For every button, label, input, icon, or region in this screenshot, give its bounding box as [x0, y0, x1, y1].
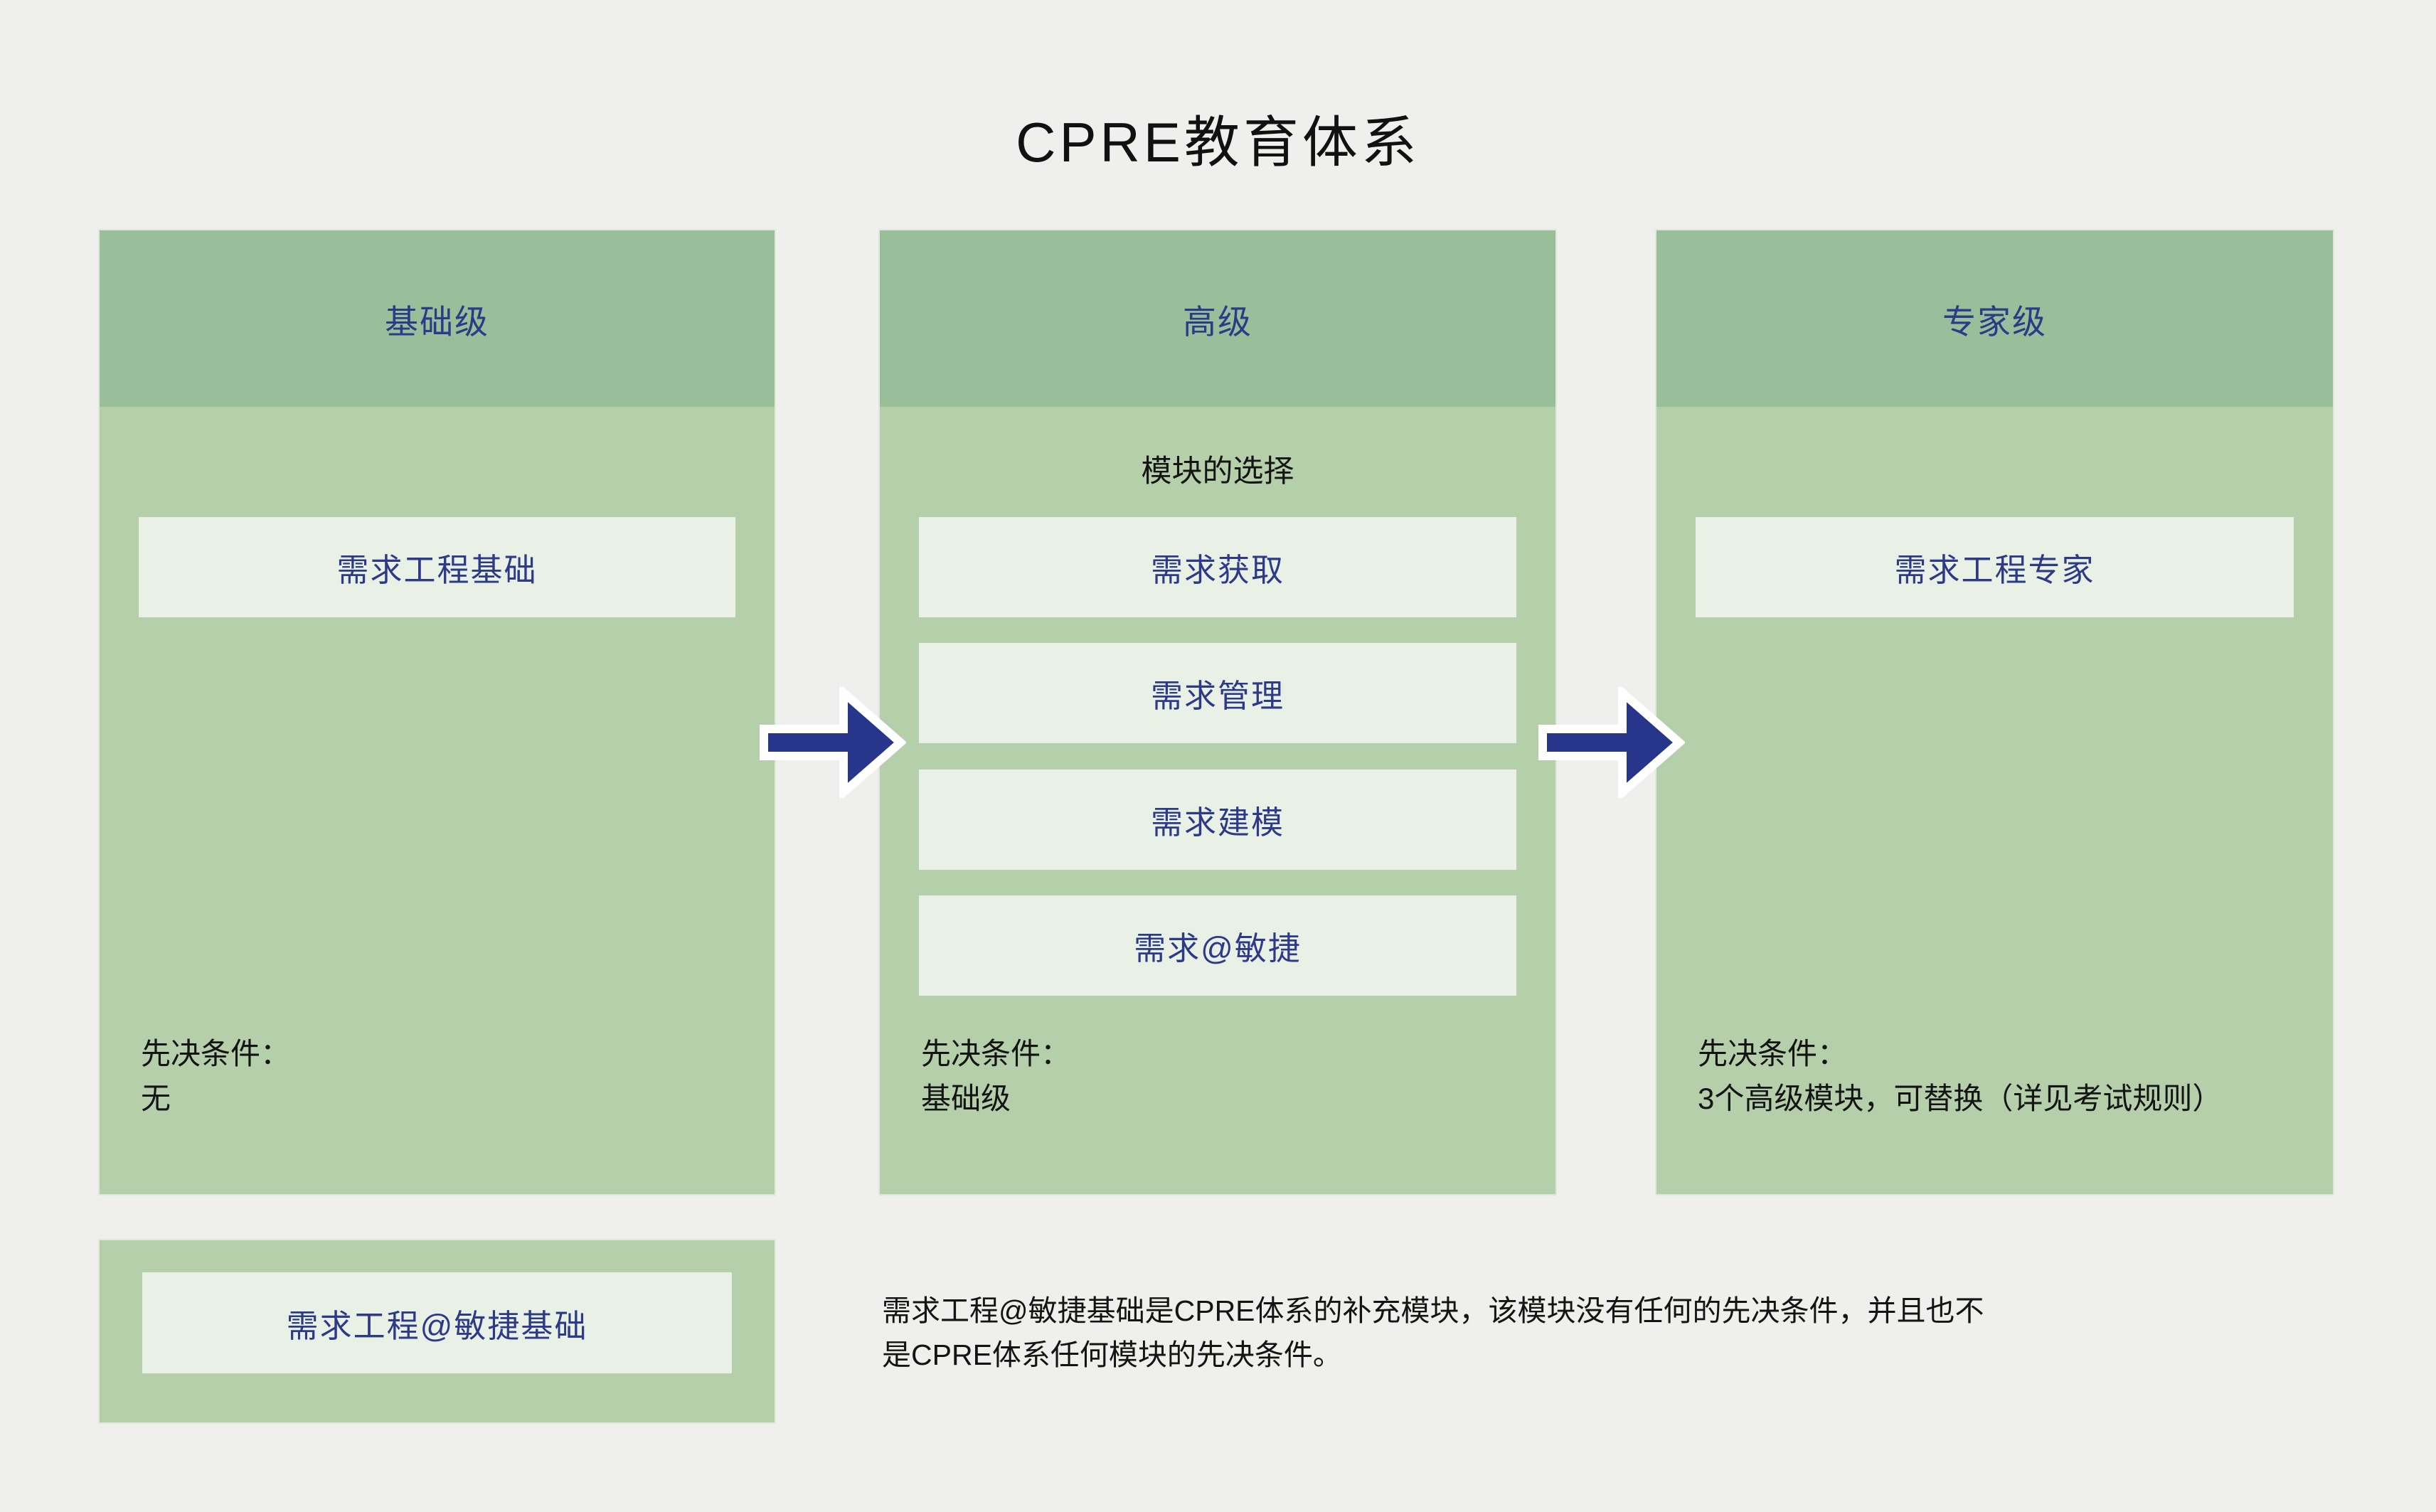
prerequisite-label: 先决条件： [141, 1037, 291, 1070]
prerequisite-label: 先决条件： [1698, 1037, 1848, 1070]
prerequisite-value: 3个高级模块，可替换（详见考试规则） [1698, 1082, 2223, 1115]
supplement-note-line1: 需求工程@敏捷基础是CPRE体系的补充模块，该模块没有任何的先决条件，并且也不 [882, 1294, 1984, 1327]
column-expert-level: 专家级 需求工程专家 先决条件： 3个高级模块，可替换（详见考试规则） [1655, 229, 2334, 1196]
prerequisite-label: 先决条件： [921, 1037, 1071, 1070]
module-box-management: 需求管理 [919, 643, 1516, 743]
supplement-note-line2: 是CPRE体系任何模块的先决条件。 [882, 1338, 1342, 1371]
column-advanced-body: 模块的选择 需求获取 需求管理 需求建模 需求@敏捷 先决条件： 基础级 [880, 407, 1555, 1196]
arrow-right-icon [758, 687, 906, 798]
column-expert-body: 需求工程专家 先决条件： 3个高级模块，可替换（详见考试规则） [1656, 407, 2333, 1196]
module-label: 需求工程专家 [1894, 552, 2095, 588]
prerequisite-expert: 先决条件： 3个高级模块，可替换（详见考试规则） [1698, 1031, 2312, 1121]
column-foundation-body: 需求工程基础 先决条件： 无 [100, 407, 775, 1196]
module-box-modeling: 需求建模 [919, 770, 1516, 870]
column-foundation-header: 基础级 [100, 230, 775, 407]
module-choice-subtitle: 模块的选择 [1141, 454, 1294, 489]
module-label: 需求工程@敏捷基础 [286, 1307, 588, 1344]
column-foundation-level: 基础级 需求工程基础 先决条件： 无 [98, 229, 776, 1196]
prerequisite-foundation: 先决条件： 无 [141, 1031, 753, 1121]
module-label: 需求工程基础 [336, 552, 538, 588]
prerequisite-value: 无 [141, 1082, 171, 1115]
module-box-re-foundation: 需求工程基础 [139, 517, 735, 617]
column-advanced-header: 高级 [880, 230, 1555, 407]
module-box-re-agile-foundation: 需求工程@敏捷基础 [142, 1272, 732, 1373]
prerequisite-advanced: 先决条件： 基础级 [921, 1031, 1534, 1121]
arrow-right-icon [1537, 687, 1685, 798]
column-expert-header: 专家级 [1656, 230, 2333, 407]
module-box-elicitation: 需求获取 [919, 517, 1516, 617]
supplement-panel: 需求工程@敏捷基础 [98, 1239, 776, 1424]
module-label: 需求管理 [1150, 678, 1285, 714]
module-label: 需求@敏捷 [1134, 930, 1302, 967]
module-label: 需求获取 [1150, 552, 1285, 588]
prerequisite-value: 基础级 [921, 1082, 1011, 1115]
module-label: 需求建模 [1150, 804, 1285, 841]
module-box-re-agile: 需求@敏捷 [919, 895, 1516, 996]
column-advanced-level: 高级 模块的选择 需求获取 需求管理 需求建模 需求@敏捷 先决条件： 基础级 [878, 229, 1557, 1196]
supplement-note: 需求工程@敏捷基础是CPRE体系的补充模块，该模块没有任何的先决条件，并且也不 … [882, 1289, 1984, 1377]
module-box-re-expert: 需求工程专家 [1696, 517, 2294, 617]
page-title: CPRE教育体系 [1016, 111, 1420, 174]
